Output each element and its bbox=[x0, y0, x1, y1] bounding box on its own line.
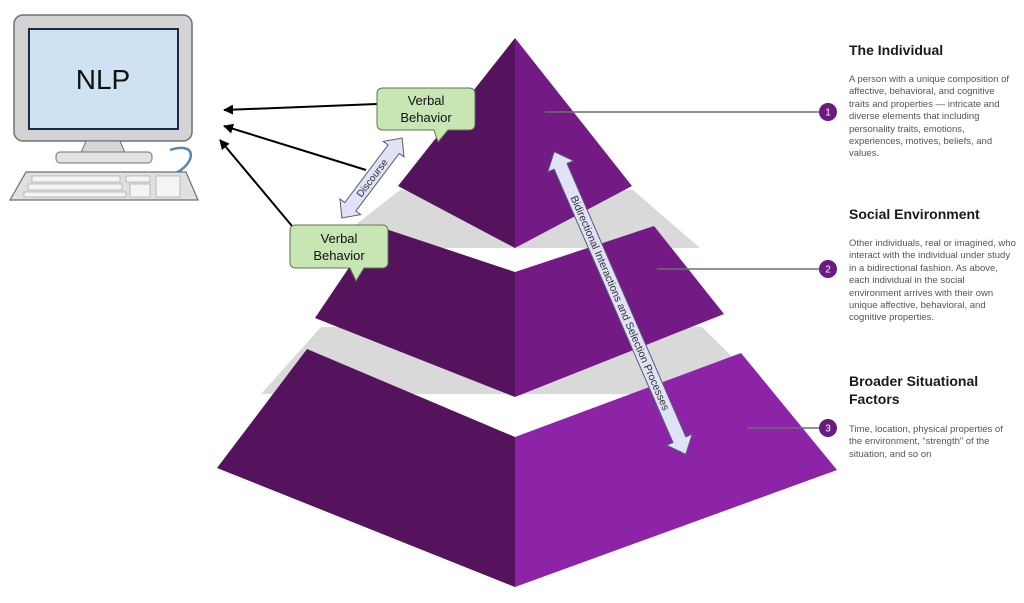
verbal-behavior-bubble-top: Verbal Behavior bbox=[376, 87, 476, 144]
level-3-title: Broader Situational Factors bbox=[849, 372, 978, 408]
level-3-description: Time, location, physical properties of t… bbox=[849, 424, 1003, 460]
arrow-to-computer-3 bbox=[219, 139, 293, 227]
badge-2-number: 2 bbox=[825, 265, 831, 276]
leader-lines bbox=[545, 111, 820, 429]
pyramid-tier-1 bbox=[398, 38, 632, 248]
level-3-title-line1: Broader Situational bbox=[849, 373, 979, 389]
level-2-description: Other individuals, real or imagined, who… bbox=[849, 238, 1016, 324]
output-arrows bbox=[219, 103, 378, 227]
level-2-title: Social Environment bbox=[849, 206, 980, 222]
computer-label: NLP bbox=[76, 64, 130, 95]
verbal-behavior-bubble-bottom: Verbal Behavior bbox=[289, 224, 389, 283]
badge-3-number: 3 bbox=[825, 424, 831, 435]
bubble-bottom-line2: Behavior bbox=[313, 248, 365, 263]
pyramid bbox=[217, 38, 837, 587]
bubble-bottom-line1: Verbal bbox=[321, 231, 358, 246]
monitor-screen bbox=[28, 28, 179, 130]
level-1-description: A person with a unique composition of af… bbox=[849, 74, 1010, 160]
arrow-to-computer-2 bbox=[223, 123, 367, 171]
arrow-to-computer-1 bbox=[223, 103, 378, 115]
bubble-top-line1: Verbal bbox=[408, 93, 445, 108]
badge-1-number: 1 bbox=[825, 108, 831, 119]
level-3-title-line2: Factors bbox=[849, 391, 900, 407]
pyramid-tier-3 bbox=[217, 349, 837, 587]
monitor-base bbox=[55, 151, 153, 164]
bubble-top-line2: Behavior bbox=[400, 110, 452, 125]
discourse-label: Discourse bbox=[355, 157, 391, 199]
computer-icon: NLP bbox=[8, 14, 199, 201]
level-1-title: The Individual bbox=[849, 42, 944, 58]
keyboard-keys bbox=[23, 175, 181, 198]
badge-2: 2 bbox=[819, 260, 837, 278]
badge-3: 3 bbox=[819, 419, 837, 437]
badge-1: 1 bbox=[819, 103, 837, 121]
